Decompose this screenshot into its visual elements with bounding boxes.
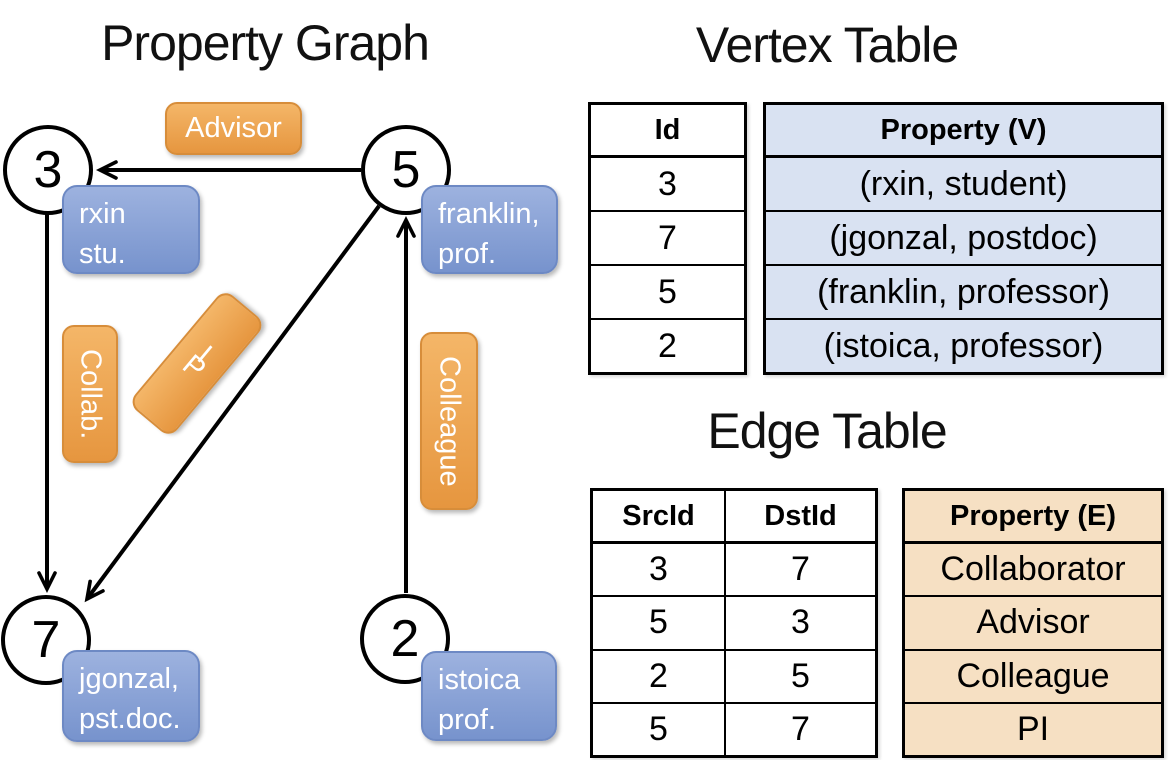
vertex-table-property-column: Property (V) (rxin, student) (jgonzal, p… [763, 102, 1164, 375]
edge-table-srcid-header: SrcId [622, 499, 695, 532]
vertex-table-id-cell: 2 [591, 318, 744, 372]
edge-table-dstid-cell: 5 [724, 650, 875, 702]
vertex-table-property-cell: (jgonzal, postdoc) [766, 210, 1161, 264]
vertex-card-jgonzal-line2: pst.doc. [79, 703, 181, 736]
edge-label-colleague: Colleague [420, 332, 478, 510]
vertex-table-id-header: Id [591, 105, 744, 158]
edge-table-id-row: 2 5 [593, 648, 875, 702]
graph-edges-layer [37, 160, 416, 603]
node-5-id: 5 [391, 141, 421, 199]
edge-table-id-header-row: SrcId DstId [593, 491, 875, 544]
vertex-table-id-cell: 3 [658, 164, 677, 203]
vertex-table-property-cell: (istoica, professor) [766, 318, 1161, 372]
property-graph-title: Property Graph [101, 15, 430, 71]
vertex-card-istoica-line2: prof. [438, 704, 497, 737]
edge-table-srcid-cell: 2 [649, 656, 668, 695]
vertex-table-property-header: Property (V) [766, 105, 1161, 158]
edge-table-property-column: Property (E) Collaborator Advisor Collea… [902, 488, 1164, 758]
edge-table-id-row: 5 7 [593, 701, 875, 755]
vertex-card-franklin-line1: franklin, [438, 198, 540, 230]
edge-table-property-cell: Collaborator [940, 550, 1126, 589]
edge-table-dstid-header: DstId [724, 491, 875, 541]
edge-table-srcid-cell: 5 [649, 709, 668, 748]
vertex-table-property-cell: (franklin, professor) [766, 264, 1161, 318]
vertex-card-franklin: franklin, prof. [421, 185, 558, 274]
vertex-card-rxin-line1: rxin [79, 198, 126, 230]
vertex-table-id-column: Id 3 7 5 2 [588, 102, 747, 375]
edge-table-title: Edge Table [707, 403, 947, 459]
vertex-table-title: Vertex Table [695, 17, 959, 73]
edge-5-to-7 [84, 204, 381, 603]
vertex-card-istoica: istoica prof. [421, 651, 557, 741]
edge-label-collab-text: Collab. [74, 348, 107, 440]
edge-table-property-cell: Colleague [905, 648, 1161, 702]
node-3-id: 3 [33, 141, 63, 199]
vertex-card-jgonzal-line1: jgonzal, [79, 663, 179, 695]
vertex-table-id-cell: 5 [591, 264, 744, 318]
edge-table-id-columns: SrcId DstId 3 7 5 3 2 5 5 7 [590, 488, 878, 758]
edge-table-dstid-cell: 7 [724, 544, 875, 596]
vertex-card-franklin-line2: prof. [438, 238, 497, 271]
edge-table-dstid-cell: 7 [724, 703, 875, 755]
vertex-card-rxin-line2: stu. [79, 238, 126, 271]
node-2-id: 2 [390, 610, 420, 668]
edge-table-property-cell: PI [905, 701, 1161, 755]
edge-table-id-row: 5 3 [593, 595, 875, 649]
edge-table-id-row: 3 7 [593, 544, 875, 596]
edge-table-srcid-cell: 5 [649, 603, 668, 642]
vertex-card-rxin: rxin stu. [62, 185, 200, 274]
vertex-card-jgonzal: jgonzal, pst.doc. [62, 650, 200, 742]
edge-label-collab: Collab. [62, 325, 118, 463]
edge-label-advisor: Advisor [165, 102, 302, 155]
vertex-table-id-cell: 7 [591, 210, 744, 264]
graph-node-5: 5 [361, 125, 451, 215]
vertex-card-istoica-line1: istoica [438, 664, 521, 696]
vertex-table-property-cell: (rxin, student) [859, 164, 1068, 203]
edge-table-srcid-cell: 3 [649, 550, 668, 589]
node-7-id: 7 [31, 611, 61, 669]
edge-table-property-cell: Advisor [905, 595, 1161, 648]
edge-label-advisor-text: Advisor [185, 112, 282, 144]
edge-table-property-header: Property (E) [905, 491, 1161, 544]
graph-node-2: 2 [360, 594, 450, 684]
edge-table-dstid-cell: 3 [724, 597, 875, 649]
edge-label-colleague-text: Colleague [433, 355, 466, 487]
